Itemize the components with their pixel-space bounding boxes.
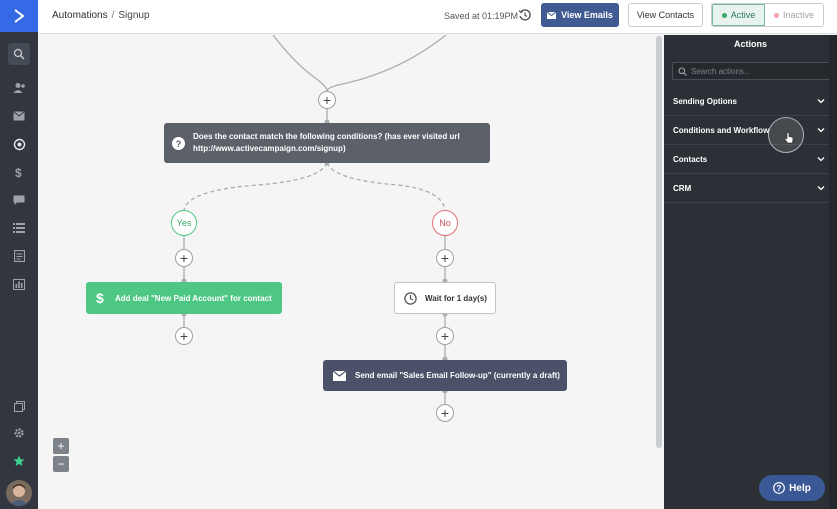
avatar[interactable] <box>6 480 32 506</box>
chevron-down-icon <box>817 99 825 104</box>
question-icon: ? <box>172 136 185 150</box>
chevron-down-icon <box>817 128 825 133</box>
logo[interactable] <box>0 0 38 32</box>
search-icon <box>678 66 687 76</box>
campaigns-icon[interactable] <box>8 105 30 127</box>
search-icon[interactable] <box>8 43 30 65</box>
inactive-toggle[interactable]: Inactive <box>765 4 823 26</box>
add-step-button[interactable]: + <box>318 91 336 109</box>
forms-icon[interactable] <box>8 245 30 267</box>
envelope-icon <box>333 370 346 381</box>
actions-panel: Actions Sending Options Conditions and W… <box>664 35 837 509</box>
no-branch-label: No <box>432 210 458 236</box>
breadcrumb-separator: / <box>111 10 115 21</box>
mouse-cursor-highlight <box>768 117 804 153</box>
condition-node[interactable]: ? Does the contact match the following c… <box>164 123 490 163</box>
automations-icon[interactable] <box>8 133 30 155</box>
connector-lines <box>181 35 448 404</box>
view-emails-button[interactable]: View Emails <box>541 3 619 27</box>
help-label: Help <box>789 482 811 494</box>
workflow-canvas[interactable]: + ? Does the contact match the following… <box>38 35 664 509</box>
help-button[interactable]: ? Help <box>759 475 825 501</box>
add-deal-node[interactable]: $ Add deal "New Paid Account" for contac… <box>86 282 282 314</box>
breadcrumb-automations[interactable]: Automations <box>52 10 108 21</box>
wait-node[interactable]: Wait for 1 day(s) <box>394 282 496 314</box>
active-dot-icon <box>721 12 727 18</box>
breadcrumb: Automations/Signup <box>52 10 150 21</box>
active-label: Active <box>730 10 756 20</box>
svg-text:$: $ <box>96 291 104 305</box>
deal-text: Add deal "New Paid Account" for contact <box>115 293 272 303</box>
panel-scrollbar[interactable] <box>829 35 837 509</box>
section-label: Contacts <box>673 155 708 164</box>
view-contacts-button[interactable]: View Contacts <box>628 3 703 27</box>
email-text: Send email "Sales Email Follow-up" (curr… <box>355 371 560 380</box>
svg-text:?: ? <box>777 484 782 493</box>
deals-icon[interactable]: $ <box>8 161 30 183</box>
svg-text:$: $ <box>15 166 22 179</box>
section-label: CRM <box>673 184 692 193</box>
canvas-scrollbar[interactable] <box>656 36 662 448</box>
section-sending-options[interactable]: Sending Options <box>664 88 829 116</box>
left-nav: $ <box>0 0 38 509</box>
lists-icon[interactable] <box>8 217 30 239</box>
hand-cursor-icon <box>784 132 794 144</box>
section-conditions-workflow[interactable]: Conditions and Workflow <box>664 117 829 145</box>
wait-text: Wait for 1 day(s) <box>425 293 487 303</box>
send-email-node[interactable]: Send email "Sales Email Follow-up" (curr… <box>323 360 567 391</box>
chevron-down-icon <box>817 157 825 162</box>
contacts-icon[interactable] <box>8 77 30 99</box>
dollar-icon: $ <box>96 291 104 305</box>
panel-title: Actions <box>733 39 767 49</box>
section-label: Sending Options <box>673 97 737 106</box>
chevron-down-icon <box>817 186 825 191</box>
search-actions-box <box>672 62 830 80</box>
saved-status: Saved at 01:19PM <box>444 11 519 21</box>
add-step-button[interactable]: + <box>436 404 454 422</box>
add-step-button[interactable]: + <box>175 327 193 345</box>
logo-chevron-icon <box>14 9 25 23</box>
yes-branch-label: Yes <box>171 210 197 236</box>
add-step-button[interactable]: + <box>175 249 193 267</box>
favorites-icon[interactable] <box>8 450 30 472</box>
section-label: Conditions and Workflow <box>673 126 770 135</box>
search-actions-input[interactable] <box>691 66 821 76</box>
question-icon: ? <box>773 482 786 494</box>
status-toggle: Active Inactive <box>711 3 824 27</box>
top-bar: Automations/Signup Saved at 01:19PM View… <box>38 0 837 34</box>
view-emails-label: View Emails <box>561 10 613 20</box>
envelope-icon <box>547 11 557 19</box>
conversations-icon[interactable] <box>8 189 30 211</box>
settings-icon[interactable] <box>8 422 30 444</box>
active-toggle[interactable]: Active <box>712 4 765 26</box>
zoom-out-button[interactable]: − <box>53 456 69 472</box>
svg-text:?: ? <box>176 139 182 149</box>
breadcrumb-current: Signup <box>118 10 150 21</box>
inactive-label: Inactive <box>782 10 815 20</box>
section-contacts[interactable]: Contacts <box>664 146 829 174</box>
section-crm[interactable]: CRM <box>664 175 829 203</box>
clock-icon <box>404 291 417 305</box>
condition-text: Does the contact match the following con… <box>193 132 460 153</box>
history-icon[interactable] <box>518 8 532 22</box>
view-contacts-label: View Contacts <box>636 10 695 20</box>
pages-icon[interactable] <box>8 395 30 417</box>
inactive-dot-icon <box>773 12 779 18</box>
reports-icon[interactable] <box>8 273 30 295</box>
add-step-button[interactable]: + <box>436 249 454 267</box>
zoom-in-button[interactable]: + <box>53 438 69 454</box>
add-step-button[interactable]: + <box>436 327 454 345</box>
